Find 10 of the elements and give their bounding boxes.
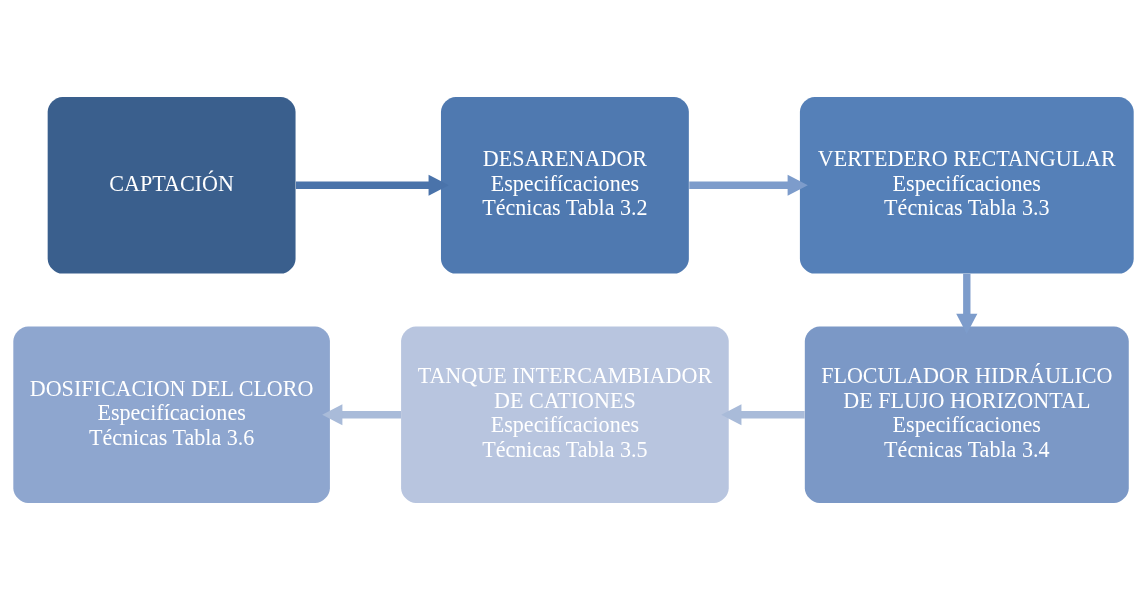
node-box: FLOCULADOR HIDRÁULICO DE FLUJO HORIZONTAL Especifícaciones Técnicas Tabla 3.4: [804, 325, 1129, 503]
node-box: CAPTACIÓN: [47, 96, 296, 274]
arrow: [295, 174, 449, 196]
node-box: DOSIFICACION DEL CLORO Especifícaciones Técnicas Tabla 3.6: [13, 325, 330, 503]
node-box: DESARENADOR Especifícaciones Técnicas Tabla 3.2: [440, 96, 689, 274]
node-box: TANQUE INTERCAMBIADOR DE CATIONES Especifícaciones Técnicas Tabla 3.5: [401, 325, 729, 503]
node-box: VERTEDERO RECTANGULAR Especifícaciones Técnicas Tabla 3.3: [799, 96, 1134, 274]
arrow: [689, 174, 808, 196]
arrow: [322, 403, 401, 425]
arrow: [721, 403, 805, 425]
